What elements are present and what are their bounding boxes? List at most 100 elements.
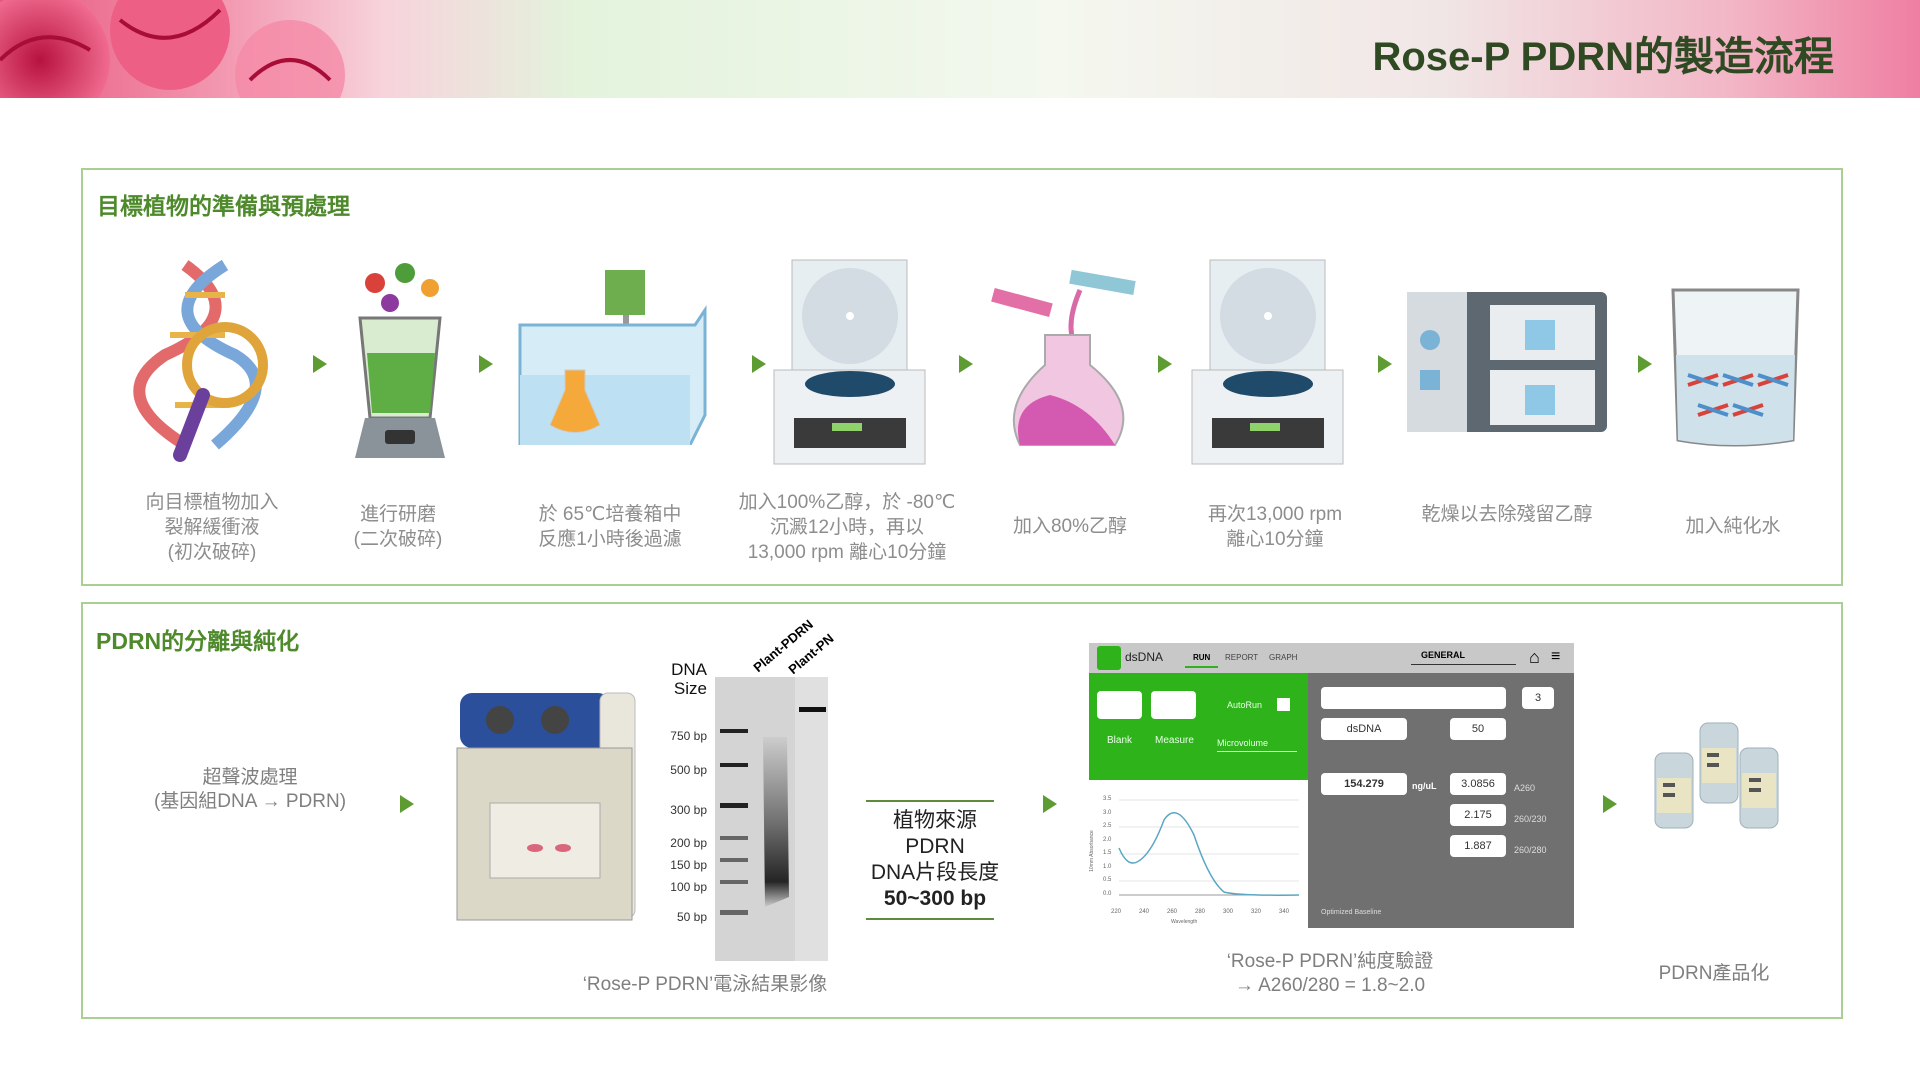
spectrum-line — [1118, 811, 1300, 896]
drying-oven-icon — [1407, 292, 1607, 432]
y-tick: 1.0 — [1103, 863, 1112, 870]
x-tick: 280 — [1195, 909, 1206, 915]
ultrasound-line: (基因組DNA → PDRN) — [153, 791, 347, 812]
dna-logo-icon — [1097, 646, 1121, 670]
step-label: 進行研磨(二次破碎) — [283, 502, 513, 552]
y-tick: 2.0 — [1103, 836, 1112, 843]
result-value: 1.887 — [1450, 835, 1506, 857]
step-label-line: 沉澱12小時，再以 — [769, 517, 925, 538]
fragment-range: 50~300 bp — [883, 887, 987, 910]
app-name: dsDNA — [1125, 650, 1164, 664]
ladder-label: 750 bp — [670, 729, 707, 743]
x-tick: 260 — [1167, 909, 1178, 915]
tab-report[interactable]: REPORT — [1225, 653, 1259, 662]
gel-image — [715, 677, 828, 961]
concentration-value: 154.279 — [1321, 773, 1407, 795]
section-title: PDRN的分離與純化 — [96, 628, 300, 654]
x-tick: 220 — [1111, 909, 1122, 915]
step-label-line: (初次破碎) — [167, 542, 257, 563]
sample-count-field[interactable]: 3 — [1522, 687, 1554, 709]
purity-caption: ‘Rose-P PDRN’純度驗證 → A260/280 = 1.8~2.0 — [1160, 950, 1500, 998]
y-axis-label: 10mm Absorbance — [1088, 830, 1095, 872]
home-icon[interactable]: ⌂ — [1529, 647, 1540, 667]
volume-dropdown[interactable]: Microvolume — [1217, 738, 1297, 752]
fragment-length-box: 植物來源 PDRN DNA片段長度 50~300 bp — [845, 808, 1025, 912]
divider — [866, 918, 994, 920]
gel-size-line: Size — [673, 679, 707, 698]
step-label-line: 反應1小時後過濾 — [538, 529, 682, 550]
result-value: 2.175 — [1450, 804, 1506, 826]
dna-magnifier-icon — [133, 259, 268, 462]
result-value: 3.0856 — [1450, 773, 1506, 795]
product-vials-icon — [1654, 722, 1779, 829]
app-toolbar: dsDNA RUN REPORT GRAPH GENERAL ⌂ ≡ — [1089, 643, 1574, 673]
divider — [866, 800, 994, 802]
run-controls: Blank Measure AutoRun Microvolume — [1089, 673, 1308, 780]
tab-run[interactable]: RUN — [1185, 653, 1219, 668]
step-label: 向目標植物加入裂解緩衝液 (初次破碎) — [97, 490, 327, 565]
x-axis-label: Wavelength — [1171, 919, 1198, 925]
x-tick: 340 — [1279, 909, 1290, 915]
y-tick: 0.0 — [1103, 890, 1112, 897]
step-label: 加入純化水 — [1618, 514, 1848, 539]
blank-button[interactable] — [1097, 691, 1142, 719]
absorbance-spectrum-chart — [1118, 799, 1300, 896]
step-label-line: 再次13,000 rpm — [1207, 504, 1343, 525]
step-label: 乾燥以去除殘留乙醇 — [1392, 502, 1622, 527]
menu-icon[interactable]: ≡ — [1551, 648, 1561, 665]
ladder-label: 500 bp — [670, 763, 707, 777]
tab-graph[interactable]: GRAPH — [1269, 653, 1298, 662]
arrow-right-icon — [400, 795, 414, 813]
ultrasound-label: 超聲波處理 (基因組DNA → PDRN) — [120, 766, 380, 814]
mode-dropdown[interactable]: GENERAL — [1411, 650, 1516, 665]
y-tick: 1.5 — [1103, 850, 1112, 856]
step-label-line: 進行研磨 — [359, 504, 436, 525]
arrow-right-icon — [1043, 795, 1057, 813]
sonicator-icon — [456, 692, 636, 921]
ladder-label: 200 bp — [670, 836, 707, 850]
arrow-right-icon — [479, 355, 493, 373]
step-label: 於 65℃培養箱中反應1小時後過濾 — [495, 502, 725, 552]
x-tick: 240 — [1139, 909, 1150, 915]
section-preparation — [81, 168, 1843, 586]
step-label-line: 裂解緩衝液 — [164, 517, 260, 538]
measure-button[interactable] — [1151, 691, 1196, 719]
x-tick: 320 — [1251, 909, 1262, 915]
ladder-label: 50 bp — [676, 910, 707, 924]
y-tick: 3.0 — [1103, 809, 1112, 816]
ladder-label: 300 bp — [670, 803, 707, 817]
blender-icon — [355, 263, 445, 458]
water-bath-icon — [518, 270, 707, 445]
gel-size-line: DNA — [671, 660, 707, 679]
section-title: 目標植物的準備與預處理 — [97, 193, 350, 219]
sample-name-input[interactable] — [1321, 687, 1506, 709]
blank-label: Blank — [1107, 735, 1133, 746]
fragment-line: 植物來源 — [893, 809, 977, 832]
header-banner: Rose-P PDRN的製造流程 — [0, 0, 1920, 98]
fragment-line: DNA片段長度 — [870, 861, 1000, 884]
flask-pour-icon — [991, 269, 1136, 446]
step-label-line: 加入100%乙醇，於 -80℃ — [738, 492, 956, 513]
baseline-label: Optimized Baseline — [1321, 909, 1382, 916]
page-title: Rose-P PDRN的製造流程 — [1372, 35, 1834, 79]
step-label-line: 乾燥以去除殘留乙醇 — [1421, 504, 1593, 525]
fragment-line: PDRN — [905, 835, 965, 858]
arrow-right-icon — [1638, 355, 1652, 373]
autorun-checkbox[interactable] — [1277, 698, 1290, 711]
section-purification — [81, 602, 1843, 1019]
arrow-right-icon — [1378, 355, 1392, 373]
step-label-line: 於 65℃培養箱中 — [538, 504, 682, 525]
factor-field[interactable]: 50 — [1450, 718, 1506, 740]
arrow-right-icon — [959, 355, 973, 373]
step-label-line: 加入80%乙醇 — [1012, 516, 1128, 537]
concentration-unit: ng/uL — [1412, 781, 1437, 791]
step-label-line: 向目標植物加入 — [145, 492, 279, 513]
product-caption: PDRN產品化 — [1658, 963, 1770, 984]
arrow-right-icon — [752, 355, 766, 373]
gel-caption: ‘Rose-P PDRN’電泳結果影像 — [582, 974, 828, 995]
sample-type-field[interactable]: dsDNA — [1321, 718, 1407, 740]
result-label: 260/230 — [1514, 814, 1547, 824]
arrow-right-icon — [313, 355, 327, 373]
